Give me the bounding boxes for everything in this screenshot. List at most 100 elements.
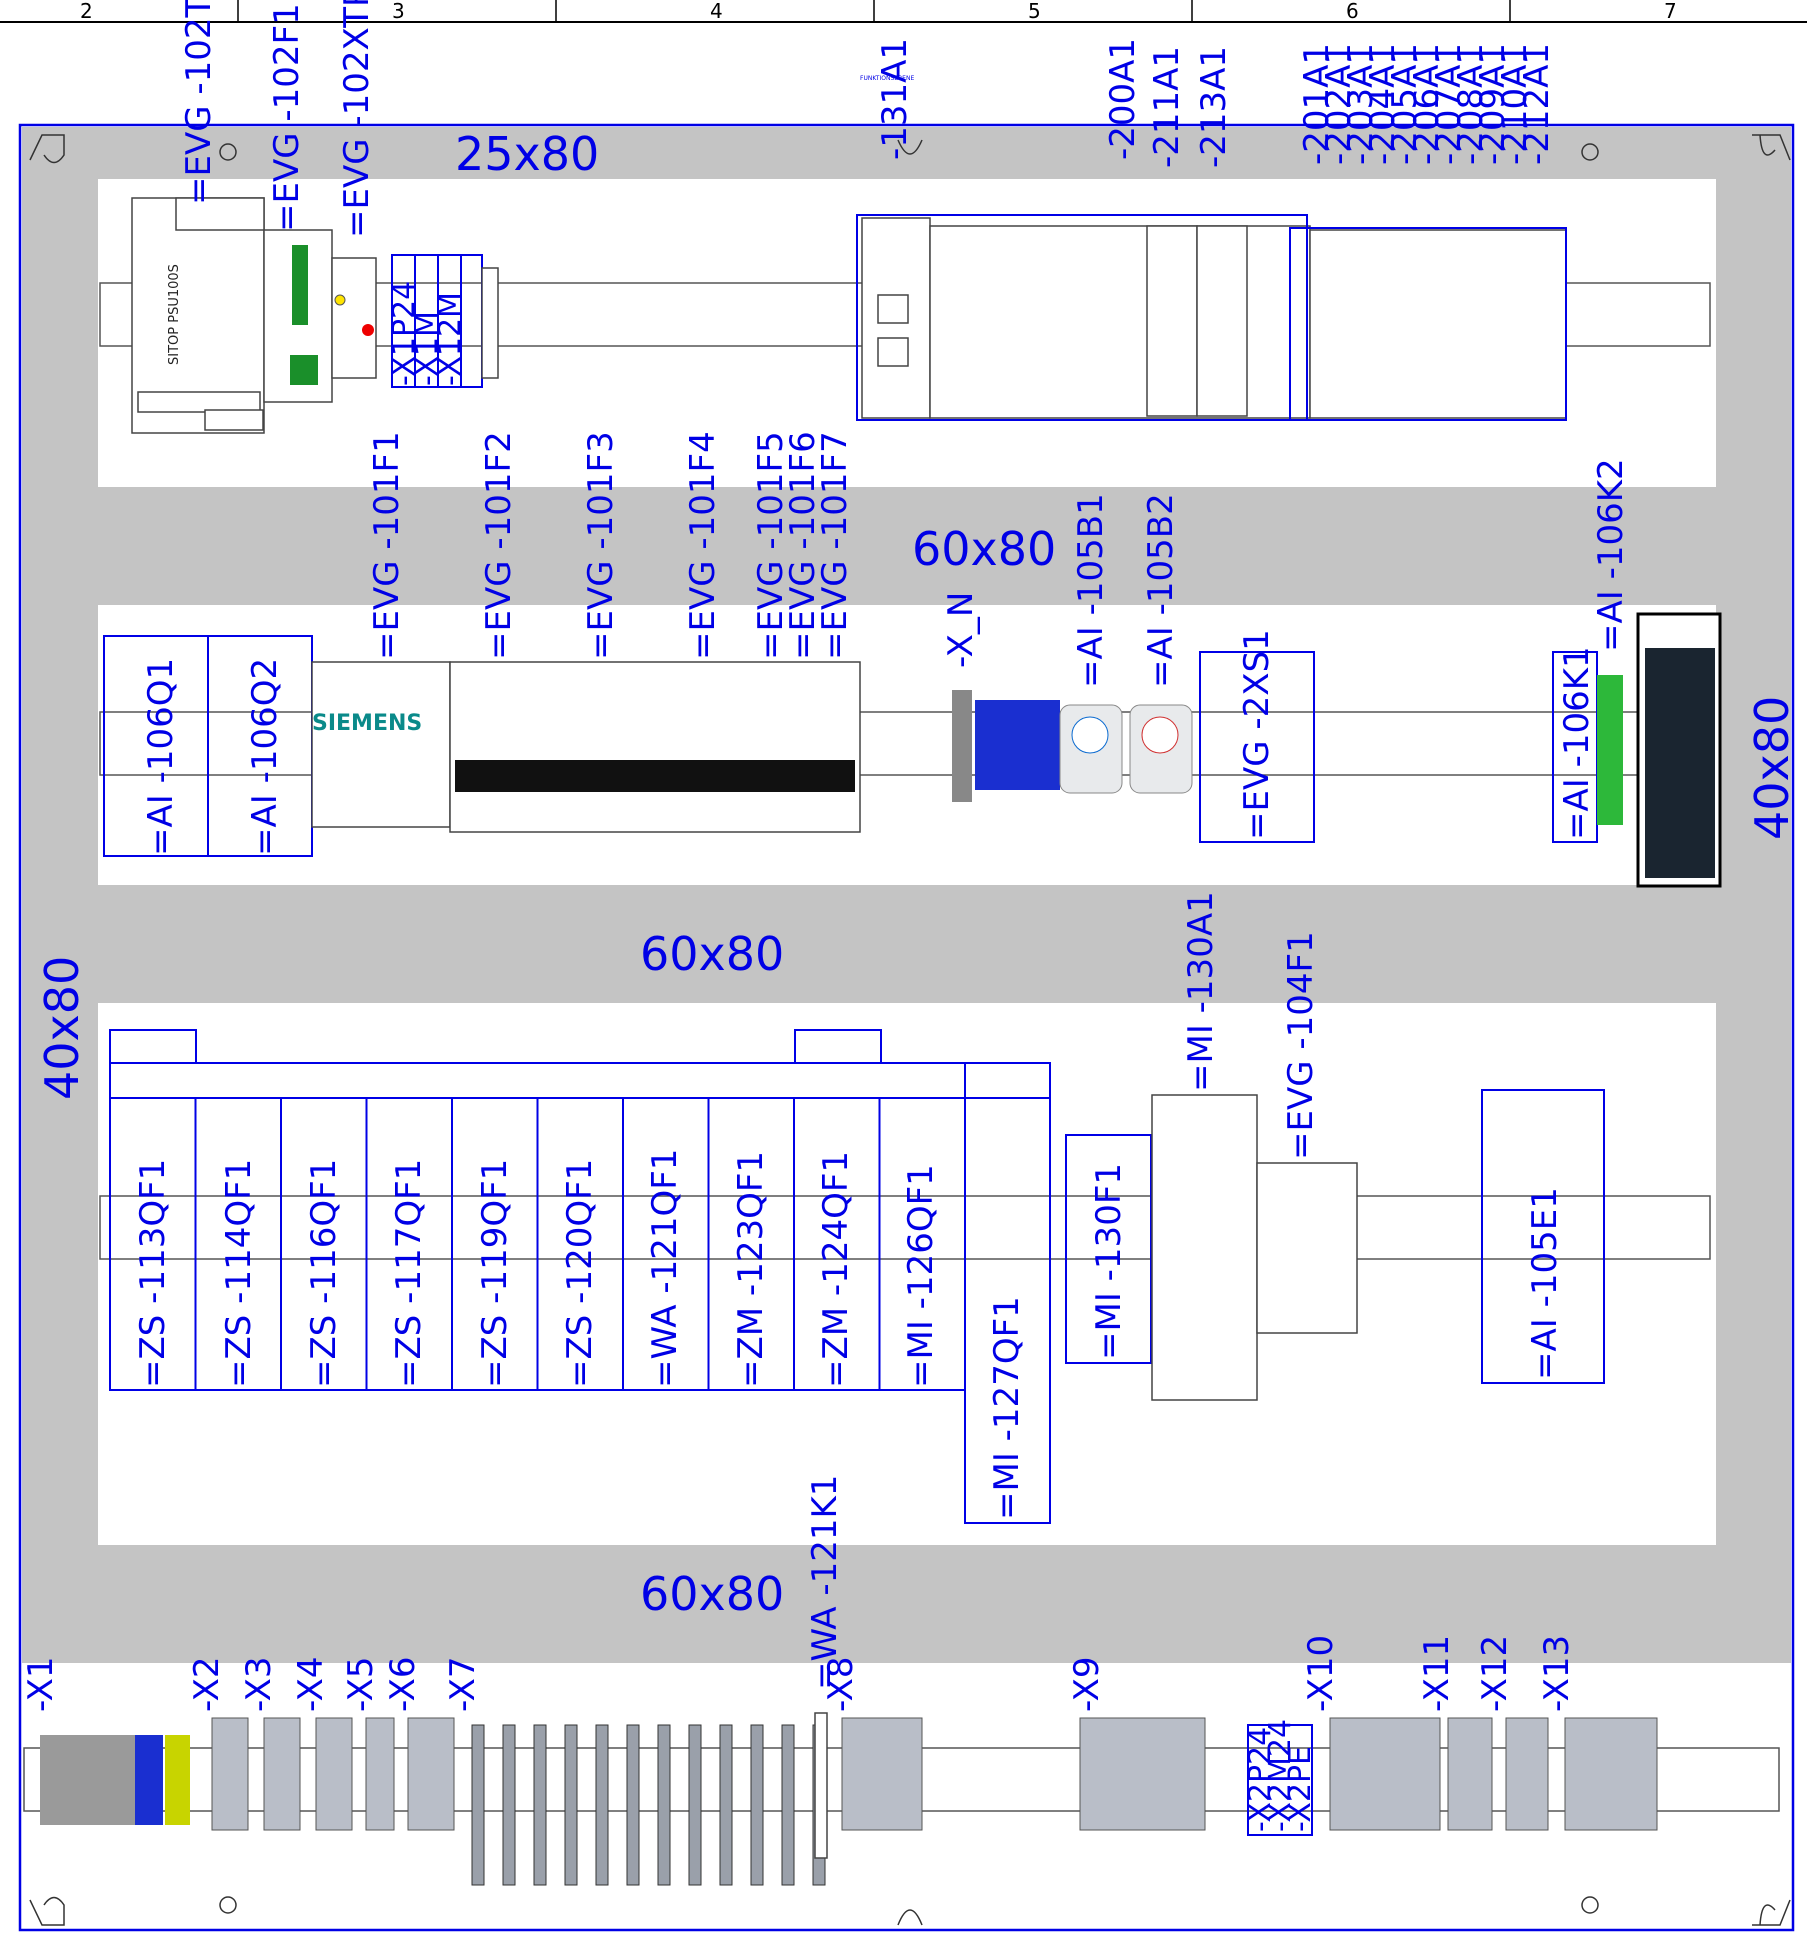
label-x2m24: -X2M24 [1263, 1719, 1298, 1832]
label-210a1: -210A1 [1495, 43, 1535, 165]
mi-127qf1-box [964, 1062, 1051, 1524]
label-205a1: -205A1 [1385, 43, 1425, 165]
wa-121k1-relay [814, 1712, 828, 1859]
terminal-strip-block [407, 1717, 455, 1831]
duct-middle-1 [98, 487, 1716, 605]
label-wa-121qf1: =WA -121QF1 [645, 1149, 685, 1388]
thermostat-2-dial [1141, 716, 1179, 754]
label-zs-113qf1: =ZS -113QF1 [133, 1159, 173, 1388]
label-ai-106k2: =AI -106K2 [1591, 458, 1631, 652]
label-x5: -X5 [341, 1657, 381, 1713]
row-2-devices: SIEMENS [103, 612, 1722, 888]
end-clamp [481, 267, 499, 379]
label-ai-106k1: =AI -106K1 [1557, 646, 1597, 840]
label-zm-123qf1: =ZM -123QF1 [731, 1151, 771, 1388]
terminal-x1-block [40, 1735, 135, 1825]
label-mi-130a1: =MI -130A1 [1181, 891, 1221, 1092]
relay-red-indicator [362, 324, 374, 336]
label-evg-101f4: =EVG -101F4 [683, 431, 723, 660]
label-evg-2xs1: =EVG -2XS1 [1237, 629, 1277, 840]
plc-module-b [1196, 225, 1248, 417]
label-evg-101f1: =EVG -101F1 [367, 431, 407, 660]
ruler-col-5: 5 [1028, 0, 1041, 23]
duct-middle-1-size: 60x80 [912, 522, 1056, 576]
breaker-dividers [194, 1098, 881, 1390]
terminal-strip-block [1079, 1717, 1206, 1831]
label-200a1: -200A1 [1103, 38, 1143, 160]
label-213a1: -213A1 [1194, 46, 1234, 168]
label-x11: -X11 [1417, 1635, 1457, 1712]
psu-terminals-bottom [204, 409, 264, 431]
label-x2pe: -X2PE [1283, 1746, 1318, 1832]
terminal-x7-feedthrough [626, 1724, 640, 1886]
terminal-strip-block [263, 1717, 301, 1831]
ruler-col-6: 6 [1346, 0, 1359, 23]
duct-top-size: 25x80 [455, 127, 599, 181]
fuse-module-green-block [292, 245, 308, 325]
duct-right [1716, 127, 1791, 1663]
label-207a1: -207A1 [1429, 43, 1469, 165]
fuse-module-green-plug [290, 355, 318, 385]
miniature-circuit-breakers [449, 661, 861, 833]
terminal-x7-feedthrough [595, 1724, 609, 1886]
contactor-mi-130a1 [1151, 1094, 1258, 1401]
terminal-strip-block [211, 1717, 249, 1831]
terminal-strip-block [1447, 1717, 1493, 1831]
plc-outline [856, 214, 1308, 421]
label-x-n: -X_N [941, 592, 981, 668]
mi-130f1-box [1065, 1134, 1152, 1364]
label-209a1: -209A1 [1473, 43, 1513, 165]
io-outline [1289, 227, 1567, 421]
row-4-terminals [40, 1712, 1658, 1886]
terminal-strip-block [1564, 1717, 1658, 1831]
label-ai-105b2: =AI -105B2 [1141, 493, 1181, 688]
ruler-col-3: 3 [392, 0, 405, 23]
label-evg-104f1: =EVG -104F1 [1281, 931, 1321, 1160]
label-x3: -X3 [239, 1657, 279, 1713]
label-x1m: -X1M [410, 311, 445, 386]
terminal-strip-block [841, 1717, 923, 1831]
ruler-col-7: 7 [1664, 0, 1677, 23]
label-131a1: -131A1 [875, 38, 915, 160]
label-evg-102xtr1: =EVG -102XTR1 [337, 0, 377, 238]
ai-106k2-relay [1597, 675, 1623, 825]
terminal-x7-feedthrough [533, 1724, 547, 1886]
ethernet-port-1 [877, 294, 909, 324]
label-ai-105b1: =AI -105B1 [1071, 493, 1111, 688]
neutral-terminal-end [952, 690, 972, 802]
label-mi-130f1: =MI -130F1 [1089, 1163, 1129, 1360]
terminal-x7-feedthrough [657, 1724, 671, 1886]
breaker-group-cap-2 [794, 1029, 882, 1064]
main-switch [311, 661, 451, 828]
label-x12: -X12 [1475, 1635, 1515, 1712]
siemens-logo: SIEMENS [312, 711, 422, 736]
label-x9: -X9 [1067, 1657, 1107, 1713]
label-zs-117qf1: =ZS -117QF1 [389, 1159, 429, 1388]
duct-right-size: 40x80 [1745, 696, 1799, 840]
terminal-strips [211, 1717, 1658, 1886]
row-3-devices [109, 1029, 1605, 1524]
label-evg-101f7: =EVG -101F7 [815, 431, 855, 660]
label-evg-102f1: =EVG -102F1 [267, 3, 307, 232]
label-zs-120qf1: =ZS -120QF1 [560, 1159, 600, 1388]
psu-model-text: SITOP PSU100S [167, 264, 182, 365]
label-x13: -X13 [1537, 1635, 1577, 1712]
plc-modules-row [929, 225, 1311, 419]
label-zs-114qf1: =ZS -114QF1 [219, 1159, 259, 1388]
label-208a1: -208A1 [1451, 43, 1491, 165]
breaker-evg-104f1 [1256, 1162, 1358, 1334]
terminal-x7-feedthrough [781, 1724, 795, 1886]
label-mi-127qf1: =MI -127QF1 [987, 1296, 1027, 1520]
device-labels: =EVG -102T1 =EVG -102F1 =EVG -102XTR1 -X… [21, 0, 1631, 1832]
terminal-x7-feedthrough [564, 1724, 578, 1886]
terminal-x7-feedthrough [750, 1724, 764, 1886]
label-x2: -X2 [187, 1657, 227, 1713]
label-201a1: -201A1 [1297, 43, 1337, 165]
duct-left-size: 40x80 [35, 956, 89, 1100]
column-ruler: 2 3 4 5 6 7 [0, 0, 1807, 23]
terminal-relay [331, 257, 377, 379]
label-x12m: -X12M [433, 292, 468, 386]
label-202a1: -202A1 [1319, 43, 1359, 165]
label-x8: -X8 [821, 1657, 861, 1713]
